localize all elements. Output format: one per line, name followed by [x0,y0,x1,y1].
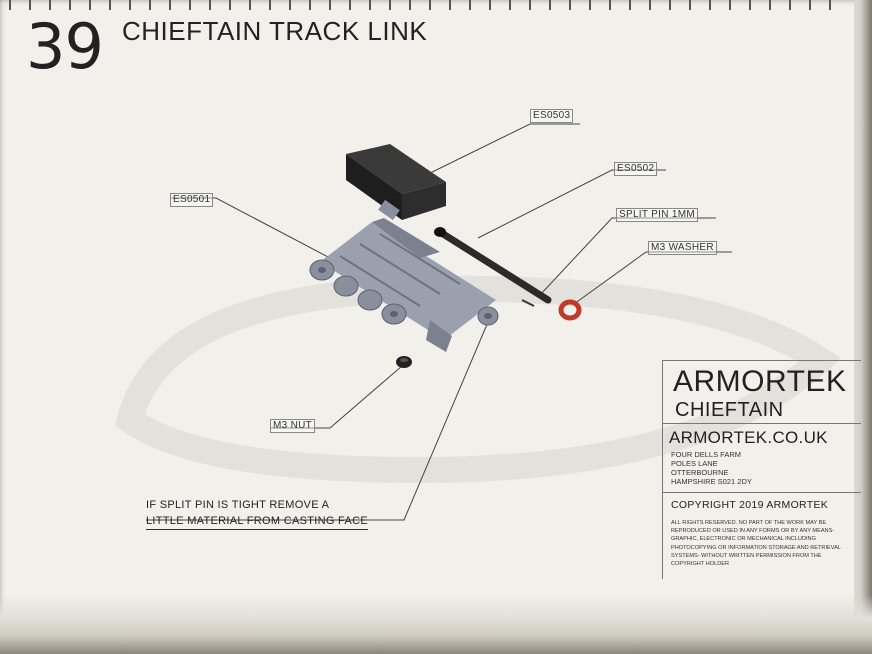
label-split-pin: SPLIT PIN 1MM [616,208,698,222]
part-split-pin [521,299,535,307]
brand-name: ARMORTEK [673,365,847,398]
label-es0501: ES0501 [170,193,214,207]
leader-m3-washer [573,251,732,305]
part-es0501-link [309,218,499,352]
label-m3-washer: M3 WASHER [648,241,717,255]
rights-notice: ALL RIGHTS RESERVED. NO PART OF THE WORK… [671,520,841,568]
address-line: FOUR DELLS FARM [671,450,742,459]
leader-es0502 [477,169,666,239]
leader-es0503 [419,123,580,179]
address-line: HAMPSHIRE S021 2DY [671,477,752,486]
spiral-binding [9,0,831,10]
leader-note [146,321,489,521]
address: FOUR DELLS FARM POLES LANE OTTERBOURNE H… [671,450,752,486]
page-stack-edge [854,0,872,654]
address-line: OTTERBOURNE [671,468,729,477]
model-name: CHIEFTAIN [675,399,784,421]
label-es0503: ES0503 [530,109,574,123]
part-es0502-pin [434,227,552,304]
address-line: POLES LANE [671,459,718,468]
assembly-note: IF SPLIT PIN IS TIGHT REMOVE A LITTLE MA… [146,497,368,530]
copyright: COPYRIGHT 2019 ARMORTEK [671,499,829,511]
page-stack-bottom [0,594,872,654]
title-block: ARMORTEK CHIEFTAIN ARMORTEK.CO.UK FOUR D… [662,360,861,579]
page-title: CHIEFTAIN TRACK LINK [122,16,428,46]
website: ARMORTEK.CO.UK [669,428,828,447]
leader-m3-nut [270,365,403,429]
part-m3-washer [558,299,582,321]
label-m3-nut: M3 NUT [270,419,316,433]
part-m3-nut [396,356,412,368]
leader-es0501 [170,197,331,259]
part-es0503-pad [346,144,446,221]
show-through-track [115,275,842,484]
label-es0502: ES0502 [614,162,658,176]
page-number: 39 [26,10,104,83]
note-line-2: LITTLE MATERIAL FROM CASTING FACE [146,513,368,530]
note-line-1: IF SPLIT PIN IS TIGHT REMOVE A [146,499,330,511]
leader-split-pin [539,217,716,296]
contact-block: ARMORTEK.CO.UK FOUR DELLS FARM POLES LAN… [663,423,861,493]
